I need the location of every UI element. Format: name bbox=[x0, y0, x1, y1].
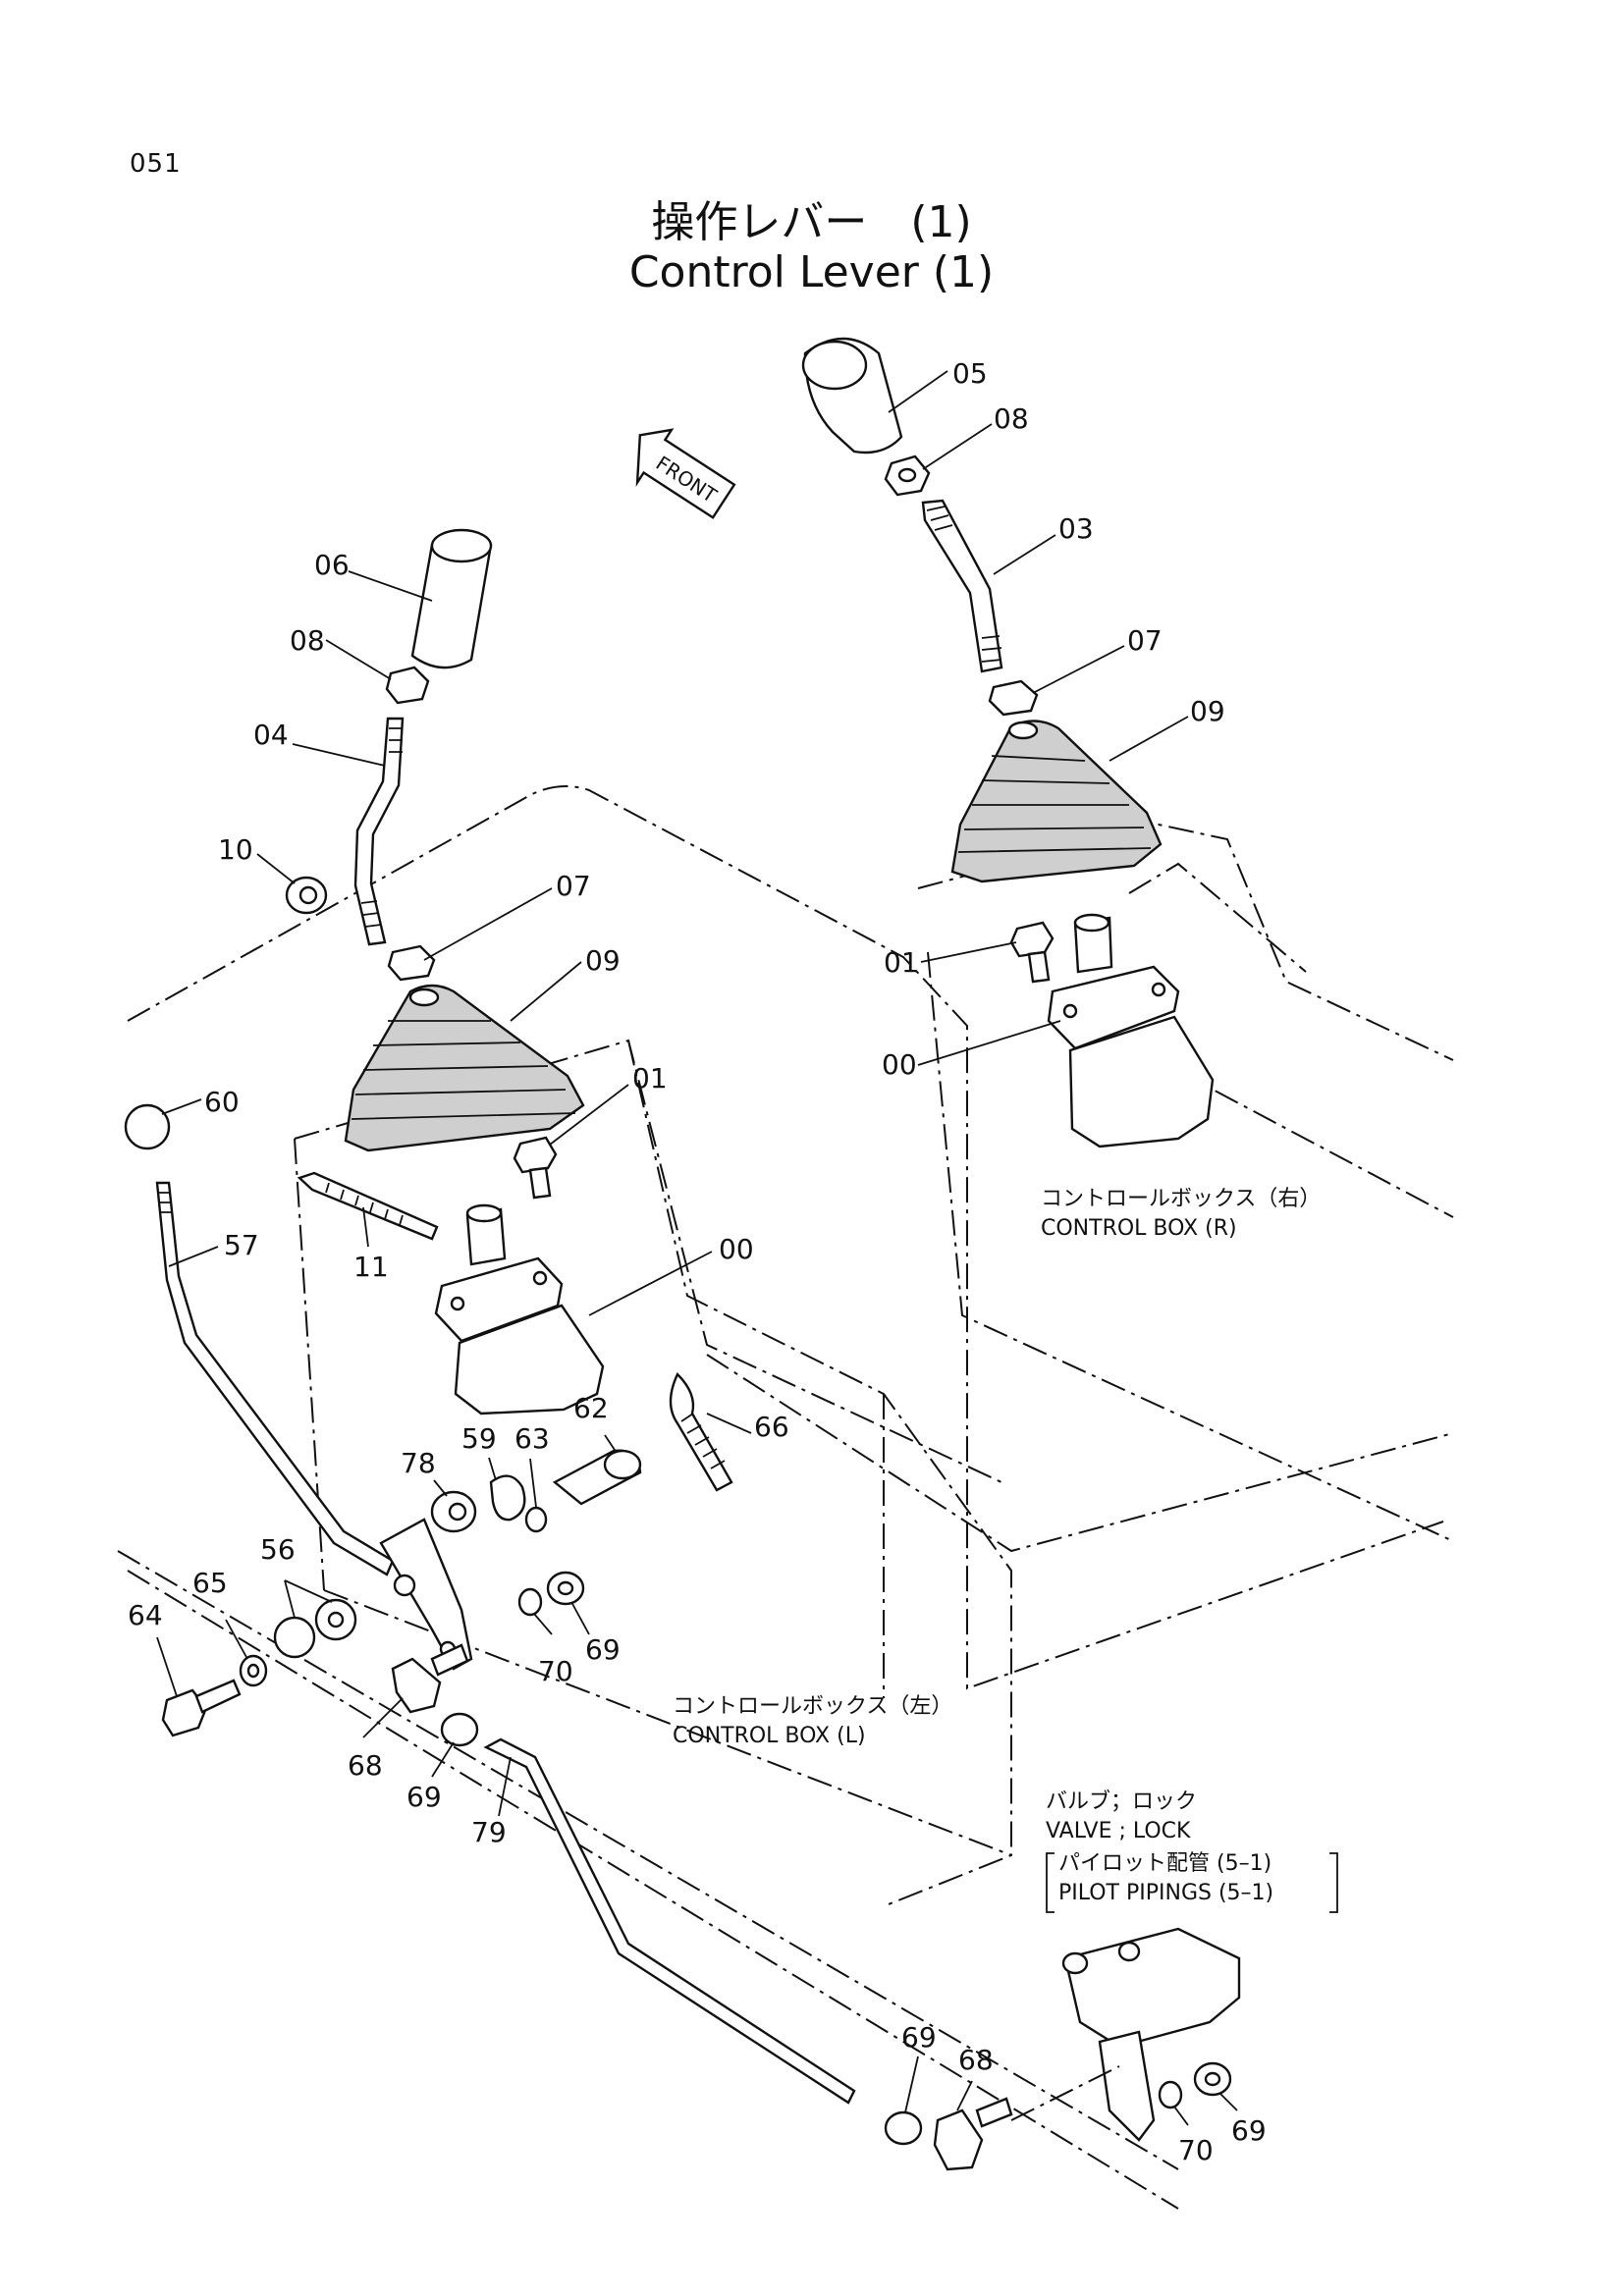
caption-control-box-right-ja: コントロールボックス（右） bbox=[1041, 1187, 1321, 1211]
bushing-78 bbox=[430, 1490, 477, 1533]
control-box-outline-right bbox=[917, 823, 1454, 1542]
callout-70-lower: 70 bbox=[1178, 2134, 1214, 2166]
callout-08-left: 08 bbox=[290, 624, 325, 657]
knob-06 bbox=[410, 528, 493, 669]
callout-69-lower-right: 69 bbox=[1231, 2114, 1267, 2147]
boot-09-left bbox=[344, 984, 585, 1152]
nut-08-left bbox=[385, 666, 430, 705]
captions: コントロールボックス（右） CONTROL BOX (R) コントロールボックス… bbox=[673, 1187, 1338, 1913]
nut-07-left bbox=[387, 944, 436, 982]
callout-06: 06 bbox=[314, 549, 350, 581]
callout-09-left: 09 bbox=[585, 944, 621, 977]
lever-04 bbox=[353, 717, 405, 946]
callout-70-upper: 70 bbox=[538, 1655, 573, 1687]
callout-69-lower-left: 69 bbox=[901, 2021, 937, 2054]
joint-68-lower bbox=[933, 2097, 1013, 2171]
nut-69-lower-left bbox=[884, 2110, 923, 2146]
callout-57: 57 bbox=[224, 1229, 259, 1261]
caption-control-box-right-en: CONTROL BOX (R) bbox=[1041, 1216, 1237, 1241]
callout-00-left: 00 bbox=[719, 1233, 754, 1265]
callout-labels: 05 08 03 07 09 01 00 06 08 04 10 07 09 0… bbox=[128, 357, 1267, 2166]
nut-07-right bbox=[988, 679, 1039, 717]
boot-09-right bbox=[950, 720, 1163, 883]
callout-62: 62 bbox=[573, 1392, 609, 1424]
washer-70-upper bbox=[517, 1587, 543, 1617]
title-japanese: 操作レバー (1) bbox=[651, 197, 972, 247]
nut-69-lower-right bbox=[1193, 2061, 1232, 2097]
leader-lines bbox=[156, 370, 1238, 2126]
nut-69-mid bbox=[546, 1571, 585, 1606]
bolt-64 bbox=[161, 1679, 242, 1737]
nut-08-right bbox=[884, 454, 931, 497]
callout-08-right: 08 bbox=[994, 402, 1029, 435]
callout-04: 04 bbox=[253, 719, 289, 751]
callout-68-lower: 68 bbox=[958, 2044, 994, 2076]
lock-valve bbox=[1061, 1927, 1241, 2142]
callout-07-right: 07 bbox=[1127, 624, 1163, 657]
bracket-right bbox=[1329, 1852, 1338, 1913]
callout-59: 59 bbox=[461, 1422, 497, 1455]
front-arrow-icon: FRONT bbox=[635, 428, 736, 519]
callout-65: 65 bbox=[192, 1567, 228, 1599]
callout-11: 11 bbox=[353, 1251, 389, 1283]
lever-57 bbox=[155, 1181, 395, 1576]
callout-05: 05 bbox=[952, 357, 988, 390]
washer-63 bbox=[524, 1506, 548, 1533]
callout-01-left: 01 bbox=[632, 1062, 668, 1095]
bolt-01-right bbox=[1009, 921, 1055, 984]
callout-79: 79 bbox=[471, 1816, 507, 1848]
bushings-56 bbox=[273, 1598, 357, 1659]
caption-pilot-pipings-ja: パイロット配管 (5–1) bbox=[1058, 1851, 1271, 1876]
link-plate bbox=[379, 1518, 473, 1671]
nut-69-upper bbox=[440, 1712, 479, 1747]
lever-03 bbox=[921, 499, 1003, 673]
caption-valve-lock-en: VALVE ; LOCK bbox=[1046, 1819, 1191, 1843]
page-number: 051 bbox=[130, 149, 182, 179]
callout-07-left: 07 bbox=[556, 870, 591, 902]
title-english: Control Lever (1) bbox=[628, 247, 995, 297]
callout-10: 10 bbox=[218, 833, 253, 866]
knob-60 bbox=[124, 1103, 171, 1150]
callout-66: 66 bbox=[754, 1411, 789, 1443]
collar-59 bbox=[489, 1474, 526, 1522]
control-valve-00-right bbox=[1047, 913, 1215, 1148]
bracket-left bbox=[1046, 1852, 1055, 1913]
bracket-11 bbox=[297, 1171, 439, 1241]
spring-66 bbox=[669, 1371, 733, 1492]
callout-56: 56 bbox=[260, 1533, 296, 1566]
callout-69-upper: 69 bbox=[406, 1781, 442, 1813]
callout-01-right: 01 bbox=[884, 946, 919, 979]
washer-70-lower bbox=[1158, 2080, 1183, 2109]
joint-68-upper bbox=[391, 1643, 469, 1714]
callout-68-upper: 68 bbox=[348, 1749, 383, 1782]
callout-69-mid: 69 bbox=[585, 1633, 621, 1666]
caption-control-box-left-ja: コントロールボックス（左） bbox=[673, 1694, 952, 1719]
callout-00-right: 00 bbox=[882, 1048, 917, 1081]
rod-79 bbox=[483, 1737, 856, 2105]
callout-60: 60 bbox=[204, 1086, 240, 1118]
caption-control-box-left-en: CONTROL BOX (L) bbox=[673, 1724, 866, 1748]
washer-65 bbox=[239, 1654, 268, 1687]
callout-64: 64 bbox=[128, 1599, 163, 1631]
pin-62 bbox=[552, 1449, 642, 1506]
caption-valve-lock-ja: バルブ；ロック bbox=[1046, 1789, 1197, 1814]
callout-63: 63 bbox=[514, 1422, 550, 1455]
callout-09-right: 09 bbox=[1190, 695, 1225, 727]
bolt-01-left bbox=[513, 1136, 558, 1200]
callout-78: 78 bbox=[401, 1447, 436, 1479]
grommet-10 bbox=[285, 876, 328, 915]
caption-pilot-pipings-en: PILOT PIPINGS (5–1) bbox=[1058, 1881, 1273, 1905]
control-valve-00-left bbox=[434, 1203, 605, 1415]
callout-03: 03 bbox=[1058, 512, 1094, 545]
knob-05 bbox=[801, 337, 903, 454]
